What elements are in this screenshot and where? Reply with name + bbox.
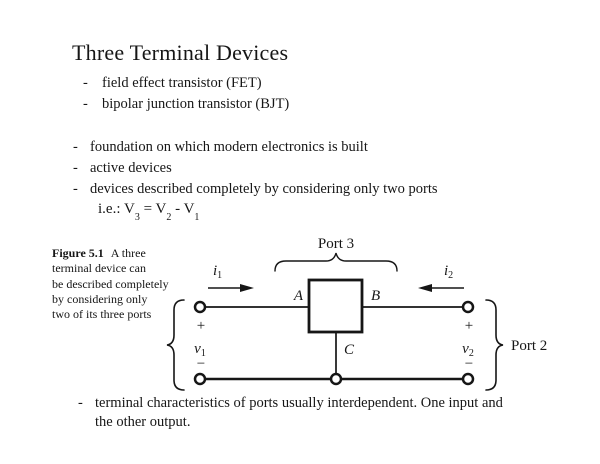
node-c-label: C	[344, 342, 355, 358]
formula-sub-3: 3	[134, 212, 140, 223]
device-bullet-list: - field effect transistor (FET) - bipola…	[83, 73, 289, 114]
property-bullet-list: - foundation on which modern electronics…	[73, 137, 438, 200]
caption-line: by considering only	[52, 291, 148, 306]
v1-plus-sign: +	[197, 318, 205, 334]
current-i2-label: i2	[444, 263, 453, 281]
three-terminal-device-diagram: Port 3 i1 i2 A B C + v1 − + v2 − Port 2	[166, 236, 547, 391]
caption-line: be described completely	[52, 276, 169, 291]
formula-tail: - V	[171, 201, 195, 217]
bullet-text: terminal characteristics of ports usuall…	[95, 394, 503, 432]
port3-brace	[274, 252, 398, 272]
bullet-dash: -	[73, 160, 78, 176]
port2-label: Port 2	[511, 338, 547, 354]
port1-brace	[166, 299, 185, 391]
bullet-dash: -	[73, 139, 78, 155]
caption-line: terminal device can	[52, 261, 146, 276]
figure-label: Figure 5.1	[52, 246, 104, 260]
device-box	[307, 278, 364, 334]
figure-caption: Figure 5.1 A three terminal device can be…	[52, 246, 182, 322]
terminal-circle-top-left	[193, 300, 207, 314]
v1-label: v1	[194, 341, 206, 359]
formula-sub-2: 2	[166, 212, 172, 223]
bullet-dash: -	[73, 181, 78, 197]
slide-title: Three Terminal Devices	[72, 40, 289, 65]
closing-line-1: terminal characteristics of ports usuall…	[95, 395, 503, 411]
terminal-circle-c	[329, 372, 343, 386]
closing-line-2: the other output.	[95, 414, 191, 430]
node-a-label: A	[293, 288, 304, 304]
port3-label: Port 3	[318, 236, 354, 252]
caption-text: A three	[110, 246, 146, 260]
current-i2-arrowhead	[418, 284, 432, 292]
bullet-text: foundation on which modern electronics i…	[90, 139, 368, 155]
list-item: - devices described completely by consid…	[73, 179, 438, 200]
bullet-dash: -	[83, 75, 88, 91]
closing-bullet: - terminal characteristics of ports usua…	[78, 394, 503, 432]
formula-mid: = V	[139, 201, 167, 217]
voltage-formula: i.e.: V3 = V2 - V1	[98, 201, 199, 223]
list-item: - bipolar junction transistor (BJT)	[83, 94, 289, 115]
terminal-circle-bottom-right	[461, 372, 475, 386]
bullet-text: active devices	[90, 160, 172, 176]
bullet-dash: -	[83, 95, 88, 112]
bullet-text: field effect transistor (FET)	[102, 75, 262, 91]
port2-brace	[485, 299, 504, 391]
v1-minus-sign: −	[197, 356, 205, 372]
terminal-circle-bottom-left	[193, 372, 207, 386]
formula-lead: i.e.: V	[98, 201, 135, 217]
v2-minus-sign: −	[465, 356, 473, 372]
current-i1-label: i1	[213, 263, 222, 281]
node-b-label: B	[371, 288, 380, 304]
caption-line: Figure 5.1 A three	[52, 246, 182, 261]
list-item: - foundation on which modern electronics…	[73, 137, 438, 158]
bullet-text: bipolar junction transistor (BJT)	[102, 95, 290, 112]
list-item: - field effect transistor (FET)	[83, 73, 289, 94]
v2-label: v2	[462, 341, 474, 359]
bullet-dash: -	[78, 395, 83, 411]
current-i1-arrowhead	[240, 284, 254, 292]
caption-line: two of its three ports	[52, 307, 152, 322]
v2-plus-sign: +	[465, 318, 473, 334]
terminal-circle-top-right	[461, 300, 475, 314]
list-item: - active devices	[73, 158, 438, 179]
formula-sub-1: 1	[194, 212, 200, 223]
bullet-text: devices described completely by consider…	[90, 181, 438, 197]
